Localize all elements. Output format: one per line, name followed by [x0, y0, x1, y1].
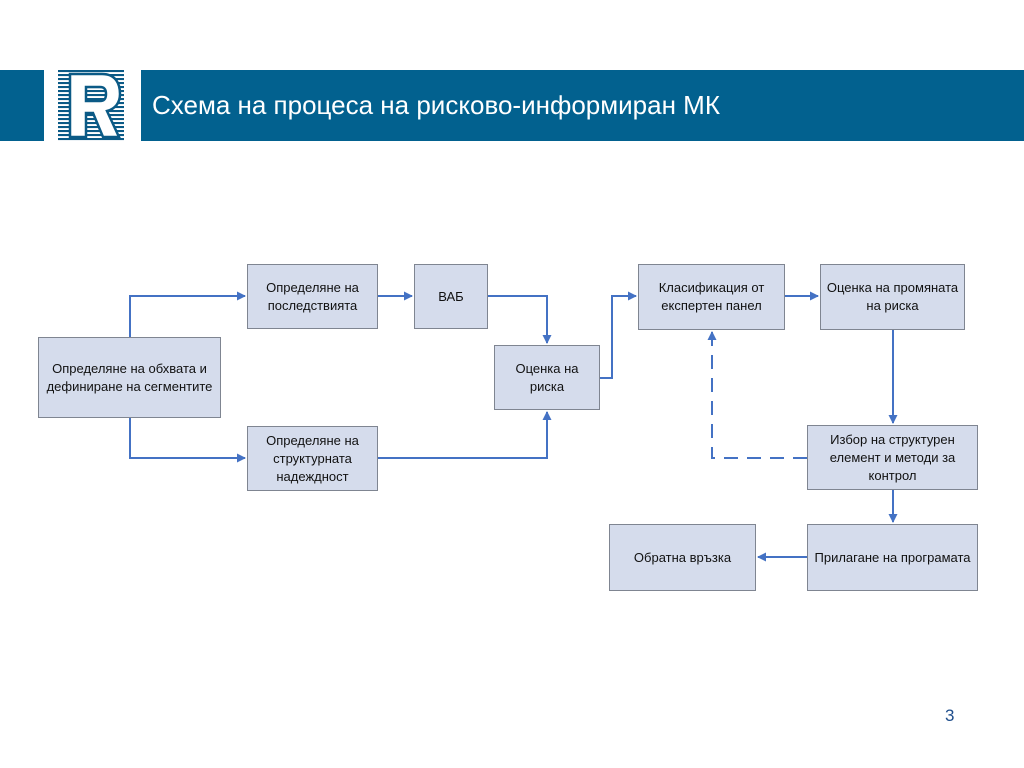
logo-icon [56, 70, 126, 141]
node-consequences: Определяне на последствията [247, 264, 378, 329]
header-band [141, 70, 1024, 141]
node-program-application-label: Прилагане на програмата [814, 549, 971, 565]
node-scope-label: Определяне на обхвата и дефиниране на се… [46, 360, 213, 394]
node-consequences-label: Определяне на последствията [266, 279, 359, 313]
page-number: 3 [945, 706, 955, 725]
node-risk-assessment: Оценка на риска [494, 345, 600, 410]
node-reliability: Определяне на структурната надеждност [247, 426, 378, 491]
node-program-application: Прилагане на програмата [807, 524, 978, 591]
node-risk-change-label: Оценка на промяната на риска [826, 280, 959, 313]
node-risk-assessment-label: Оценка на риска [515, 360, 579, 394]
edge-vab-to-risk-assessment [488, 295, 552, 344]
node-expert-classification: Класификация от експертен панел [638, 264, 785, 330]
node-scope: Определяне на обхвата и дефиниране на се… [38, 337, 221, 418]
edge-scope-to-reliability [129, 418, 246, 463]
edge-reliability-to-risk-assessment [378, 411, 552, 459]
edge-scope-to-consequences [129, 291, 246, 337]
node-vab-label: ВАБ [438, 288, 464, 304]
node-element-selection: Избор на структурен елемент и методи за … [807, 425, 978, 490]
node-feedback-label: Обратна връзка [633, 549, 732, 565]
node-expert-classification-label: Класификация от експертен панел [658, 280, 765, 313]
edge-selection-to-expert-dashed [707, 331, 807, 459]
node-reliability-label: Определяне на структурната надеждност [266, 432, 359, 484]
node-risk-change: Оценка на промяната на риска [820, 264, 965, 330]
header-band-left [0, 70, 44, 141]
edge-risk-assessment-to-expert [600, 291, 637, 379]
node-vab: ВАБ [414, 264, 488, 329]
node-element-selection-label: Избор на структурен елемент и методи за … [829, 431, 956, 483]
page-title: Схема на процеса на рисково-информиран М… [152, 90, 720, 120]
node-feedback: Обратна връзка [609, 524, 756, 591]
